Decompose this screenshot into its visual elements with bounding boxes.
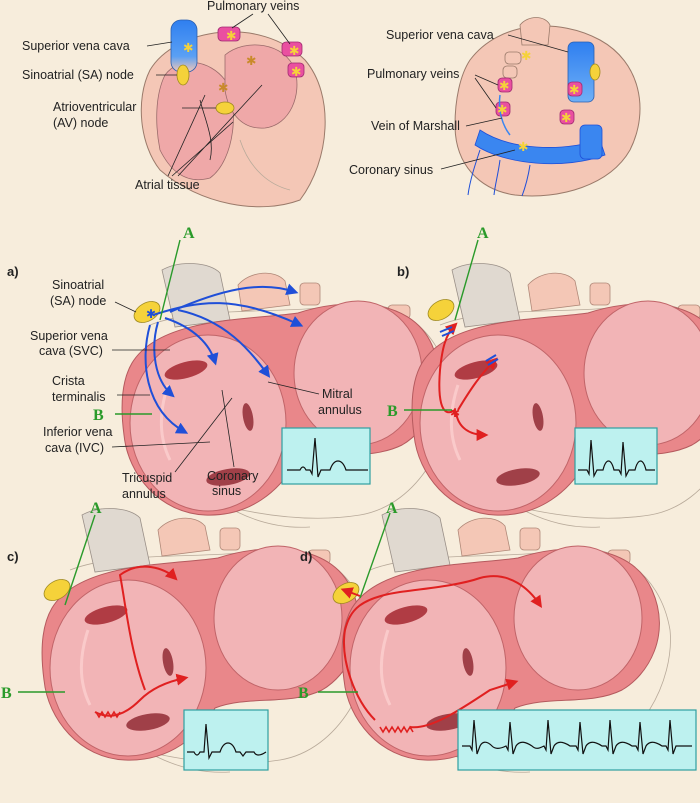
ecg-box-c [183,709,269,771]
marker-a-panel-c: A [90,500,102,517]
panel-d: A B d) [298,500,697,774]
label-crista-line2: terminalis [52,390,106,404]
svg-text:✱: ✱ [521,49,532,63]
label-sa-node-a-line1: Sinoatrial [52,278,104,292]
marker-a-panel-d: A [386,500,398,517]
svg-text:✱: ✱ [291,65,302,79]
svg-text:✱: ✱ [226,29,237,43]
svg-text:✱: ✱ [246,54,257,68]
label-vein-of-marshall: Vein of Marshall [371,119,460,133]
label-atrial-tissue: Atrial tissue [135,178,200,192]
label-tricuspid-line1: Tricuspid [122,471,172,485]
panel-a-tag: a) [7,264,19,279]
label-coronary-sinus: Coronary sinus [349,163,433,177]
svg-text:✱: ✱ [518,140,529,154]
ecg-trace-b [578,439,655,479]
top-left-heart-diagram: ✱ ✱ ✱ ✱ ✱ ✱ Pulmonary veins Superior ven… [22,0,326,208]
ecg-trace-d [462,719,692,755]
label-av-node-line1: Atrioventricular [53,100,136,114]
marker-b-panel-b: B [387,403,398,420]
label-tricuspid-line2: annulus [122,487,166,501]
panel-c-tag: c) [7,549,19,564]
label-sa-node-a-line2: (SA) node [50,294,106,308]
marker-a-panel-b: A [477,225,489,242]
double-bar-icon [439,326,455,337]
label-superior-vena-cava-right: Superior vena cava [386,28,494,42]
sa-node-marker-a [133,301,161,323]
panel-b-tag: b) [397,264,409,279]
marker-b-panel-a: B [93,407,104,424]
label-superior-vena-cava: Superior vena cava [22,39,130,53]
label-coronary-sinus-a-line1: Coronary [207,469,259,483]
svg-text:✱: ✱ [497,103,508,117]
svg-text:✱: ✱ [146,307,156,321]
ecg-trace-c [187,723,267,761]
marker-b-panel-c: B [1,685,12,702]
svg-text:✱: ✱ [499,79,510,93]
label-svc-a-line2: cava (SVC) [39,344,103,358]
label-ivc-line2: cava (IVC) [45,441,104,455]
marker-a-panel-a: A [183,225,195,242]
top-right-heart-diagram: ✱ ✱ ✱ ✱ ✱ ✱ Superior vena cava Pulmonary… [349,17,641,197]
svg-text:✱: ✱ [289,44,300,58]
label-crista-line1: Crista [52,374,85,388]
double-bar-icon [485,354,499,366]
label-pulmonary-veins-right: Pulmonary veins [367,67,459,81]
panel-a: ✱ A B a) Sinoatrial (SA) node Superior v… [7,225,452,529]
label-pulmonary-veins: Pulmonary veins [207,0,299,13]
svg-text:✱: ✱ [218,81,229,95]
label-mitral-line1: Mitral [322,387,353,401]
ecg-box-d [457,709,697,771]
panel-b: ✱ A B b) [387,225,700,529]
label-sa-node: Sinoatrial (SA) node [22,68,134,82]
ecg-box-a [281,427,371,485]
svg-text:✱: ✱ [450,406,460,420]
panel-d-tag: d) [300,549,312,564]
ecg-box-b [574,427,658,485]
panel-c: A B c) [1,500,372,774]
label-coronary-sinus-a-line2: sinus [212,484,241,498]
svg-text:✱: ✱ [561,111,572,125]
label-mitral-line2: annulus [318,403,362,417]
svg-text:✱: ✱ [183,41,194,55]
label-ivc-line1: Inferior vena [43,425,113,439]
marker-b-panel-d: B [298,685,309,702]
sa-node-marker [176,64,190,86]
av-node-marker [215,101,235,115]
svg-text:✱: ✱ [569,83,580,97]
label-svc-a-line1: Superior vena [30,329,108,343]
label-av-node-line2: (AV) node [53,116,108,130]
